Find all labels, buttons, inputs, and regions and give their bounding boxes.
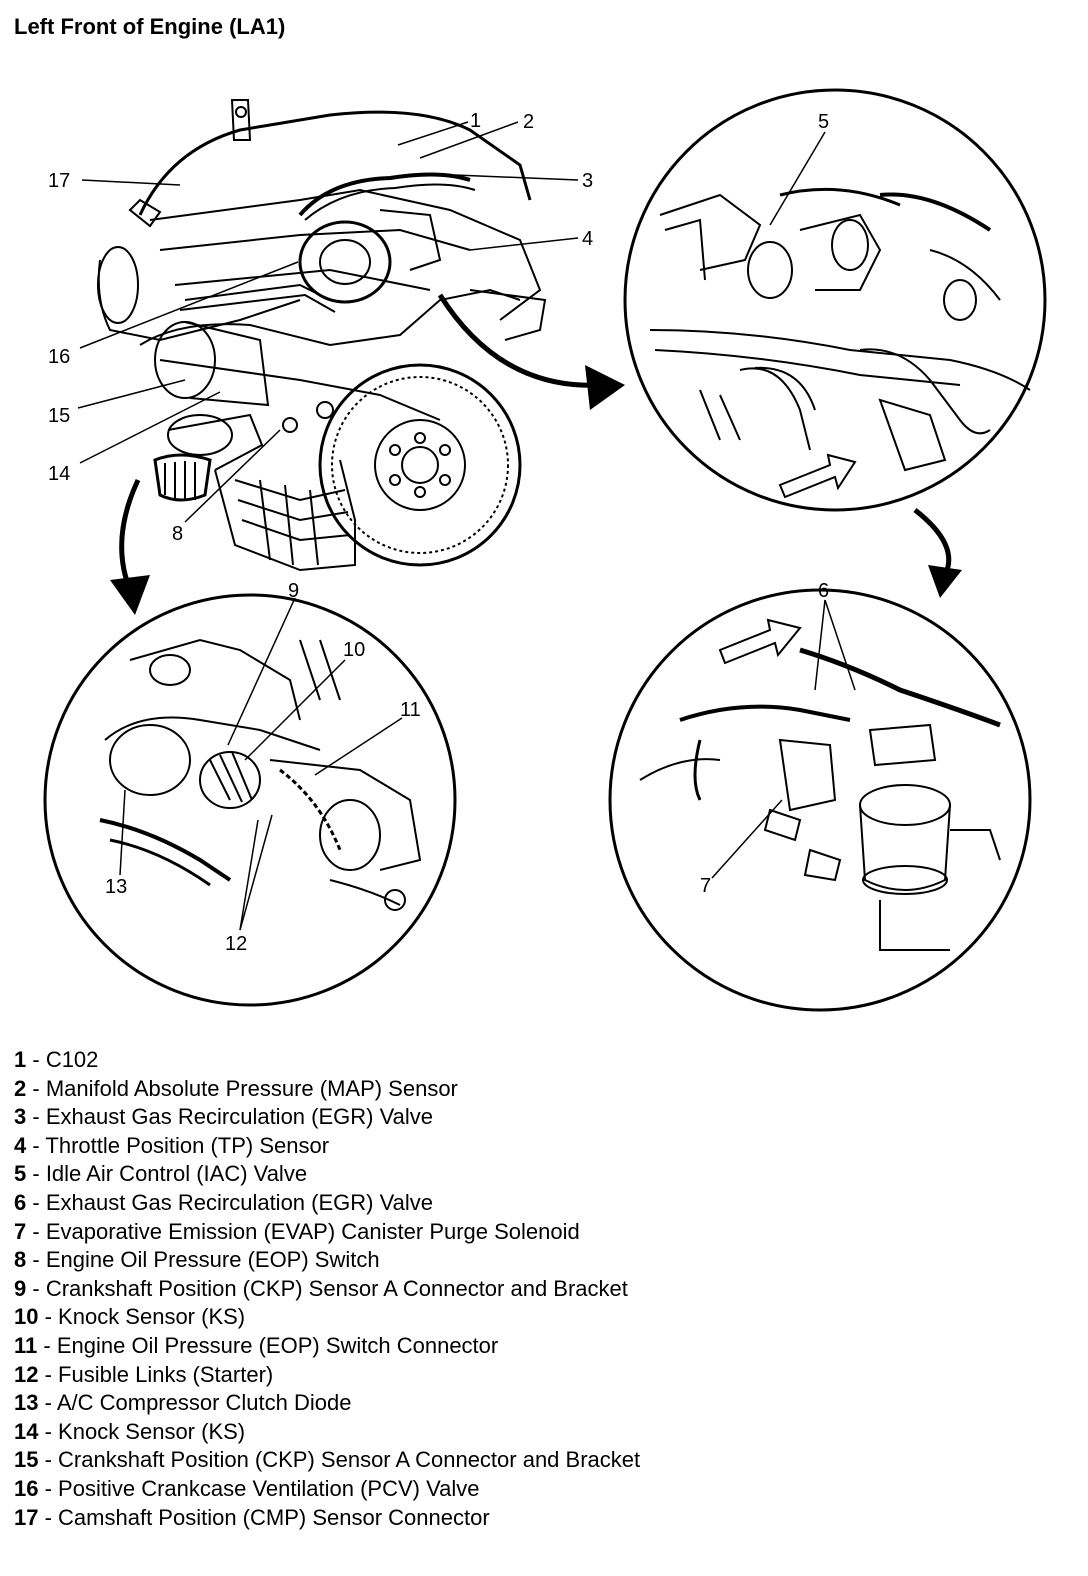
legend-number: 7 — [14, 1218, 27, 1244]
arrow-to-lower-left-icon — [110, 575, 150, 615]
legend-number: 5 — [14, 1161, 27, 1187]
parts-legend: 1 - C102 2 - Manifold Absolute Pressure … — [14, 1046, 640, 1532]
detail-view-iac — [623, 88, 1047, 512]
callout-17: 17 — [48, 170, 70, 192]
legend-item: 13 - A/C Compressor Clutch Diode — [14, 1390, 352, 1416]
legend-item: 15 - Crankshaft Position (CKP) Sensor A … — [14, 1447, 641, 1473]
legend-number: 9 — [14, 1275, 27, 1301]
page-title: Left Front of Engine (LA1) — [14, 14, 286, 39]
arrow-to-upper-right-icon — [585, 365, 625, 410]
callout-14: 14 — [48, 463, 70, 485]
legend-item: 6 - Exhaust Gas Recirculation (EGR) Valv… — [14, 1189, 433, 1215]
legend-item: 14 - Knock Sensor (KS) — [14, 1418, 246, 1444]
legend-number: 13 — [14, 1390, 39, 1416]
legend-number: 4 — [14, 1132, 27, 1158]
engine-illustration — [97, 99, 547, 572]
callout-13: 13 — [105, 876, 127, 898]
callout-1: 1 — [470, 110, 481, 132]
engine-diagram: 1 2 3 4 5 6 7 8 9 10 11 12 13 14 15 16 1… — [43, 88, 1047, 1012]
callout-5: 5 — [818, 111, 829, 133]
legend-item: 3 - Exhaust Gas Recirculation (EGR) Valv… — [14, 1104, 433, 1130]
legend-item: 12 - Fusible Links (Starter) — [14, 1361, 274, 1387]
callout-12: 12 — [225, 933, 247, 955]
callout-11: 11 — [400, 699, 421, 721]
front-direction-arrow-icon — [778, 453, 857, 499]
callout-6: 6 — [818, 580, 829, 602]
callout-3: 3 — [582, 170, 593, 192]
legend-label: Exhaust Gas Recirculation (EGR) Valve — [45, 1104, 433, 1130]
legend-item: 7 - Evaporative Emission (EVAP) Canister… — [14, 1218, 580, 1244]
legend-number: 14 — [14, 1418, 39, 1444]
legend-item: 4 - Throttle Position (TP) Sensor — [14, 1132, 330, 1158]
legend-label: Knock Sensor (KS) — [58, 1418, 246, 1444]
view-arrows — [110, 293, 962, 615]
legend-label: Crankshaft Position (CKP) Sensor A Conne… — [45, 1275, 628, 1301]
legend-label: C102 — [45, 1047, 99, 1072]
legend-number: 6 — [14, 1189, 27, 1215]
legend-item: 5 - Idle Air Control (IAC) Valve — [14, 1161, 308, 1187]
callout-9: 9 — [288, 580, 299, 602]
legend-number: 17 — [14, 1504, 39, 1530]
detail-view-ckp — [43, 593, 457, 1007]
legend-number: 15 — [14, 1447, 39, 1473]
arrow-to-lower-right-icon — [928, 565, 962, 598]
legend-label: Manifold Absolute Pressure (MAP) Sensor — [45, 1075, 458, 1101]
legend-label: Engine Oil Pressure (EOP) Switch Connect… — [56, 1332, 499, 1358]
callout-8: 8 — [172, 523, 183, 545]
legend-item: 16 - Positive Crankcase Ventilation (PCV… — [14, 1475, 480, 1501]
legend-label: Fusible Links (Starter) — [58, 1361, 274, 1387]
legend-label: Knock Sensor (KS) — [58, 1304, 246, 1330]
legend-label: Engine Oil Pressure (EOP) Switch — [45, 1247, 380, 1273]
legend-label: Idle Air Control (IAC) Valve — [45, 1161, 308, 1187]
legend-item: 1 - C102 — [14, 1047, 99, 1072]
callout-10: 10 — [343, 639, 365, 661]
legend-item: 11 - Engine Oil Pressure (EOP) Switch Co… — [14, 1332, 499, 1358]
legend-number: 11 — [14, 1332, 38, 1358]
legend-label: A/C Compressor Clutch Diode — [56, 1390, 352, 1416]
legend-item: 17 - Camshaft Position (CMP) Sensor Conn… — [14, 1504, 490, 1530]
legend-item: 8 - Engine Oil Pressure (EOP) Switch — [14, 1247, 380, 1273]
legend-number: 2 — [14, 1075, 27, 1101]
leader-lines-main — [77, 121, 579, 523]
legend-number: 3 — [14, 1104, 27, 1130]
legend-label: Crankshaft Position (CKP) Sensor A Conne… — [58, 1447, 641, 1473]
detail-view-egr — [608, 588, 1032, 1012]
legend-label: Exhaust Gas Recirculation (EGR) Valve — [45, 1189, 433, 1215]
callout-15: 15 — [48, 405, 70, 427]
legend-number: 10 — [14, 1304, 39, 1330]
callout-4: 4 — [582, 228, 593, 250]
callout-2: 2 — [523, 111, 534, 133]
callout-labels: 1 2 3 4 5 6 7 8 9 10 11 12 13 14 15 16 1… — [48, 110, 829, 955]
legend-number: 8 — [14, 1247, 27, 1273]
callout-16: 16 — [48, 346, 70, 368]
callout-7: 7 — [700, 875, 711, 897]
legend-label: Throttle Position (TP) Sensor — [45, 1132, 330, 1158]
legend-number: 1 — [14, 1047, 27, 1072]
legend-label: Camshaft Position (CMP) Sensor Connector — [58, 1504, 490, 1530]
legend-number: 16 — [14, 1475, 39, 1501]
legend-number: 12 — [14, 1361, 39, 1387]
legend-item: 2 - Manifold Absolute Pressure (MAP) Sen… — [14, 1075, 458, 1101]
legend-item: 9 - Crankshaft Position (CKP) Sensor A C… — [14, 1275, 628, 1301]
legend-item: 10 - Knock Sensor (KS) — [14, 1304, 246, 1330]
legend-label: Evaporative Emission (EVAP) Canister Pur… — [45, 1218, 580, 1244]
legend-label: Positive Crankcase Ventilation (PCV) Val… — [58, 1475, 480, 1501]
